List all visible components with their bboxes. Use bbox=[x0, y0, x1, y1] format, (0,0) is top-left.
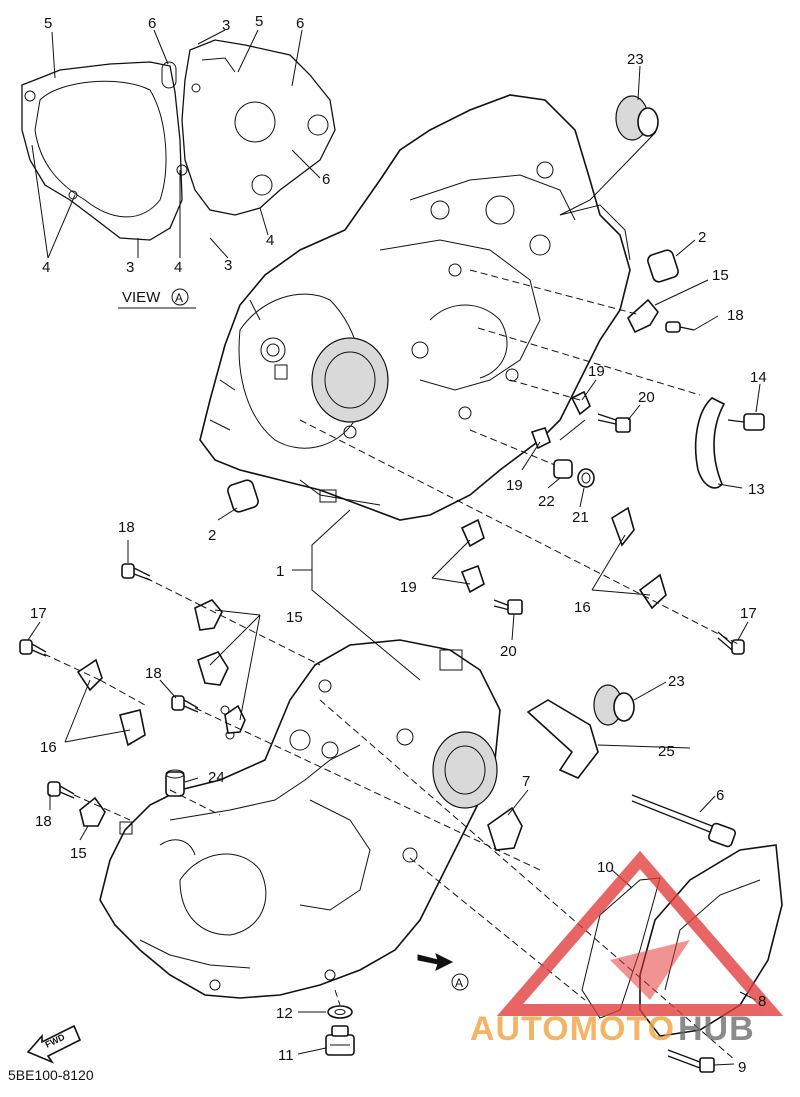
callout-12: 12 bbox=[276, 1005, 293, 1022]
callout-4: 4 bbox=[42, 259, 50, 276]
callout-19: 19 bbox=[506, 477, 523, 494]
callout-16: 16 bbox=[40, 739, 57, 756]
callout-15: 15 bbox=[70, 845, 87, 862]
callout-5: 5 bbox=[255, 13, 263, 30]
part-6-long-bolt bbox=[631, 794, 737, 848]
callout-20: 20 bbox=[500, 643, 517, 660]
part-12-washer bbox=[327, 1005, 353, 1019]
part-15-clamp-right bbox=[627, 298, 659, 334]
callout-23: 23 bbox=[668, 673, 685, 690]
callout-6: 6 bbox=[148, 15, 156, 32]
part-22-collar bbox=[553, 459, 573, 479]
callout-5: 5 bbox=[44, 15, 52, 32]
part-15-clamp-left-b bbox=[224, 704, 246, 734]
view-a-gasket-detail bbox=[21, 39, 336, 241]
part-20-bolt-upper bbox=[597, 413, 631, 433]
arrow-a: A bbox=[417, 953, 469, 991]
callout-9: 9 bbox=[738, 1059, 746, 1076]
part-17-bolt-right bbox=[717, 631, 745, 655]
view-label: VIEW bbox=[122, 289, 161, 306]
callout-labels: 5 6 3 5 6 6 4 3 4 3 4 23 2 15 18 14 13 1… bbox=[30, 13, 767, 1076]
callout-2: 2 bbox=[698, 229, 706, 246]
callout-15: 15 bbox=[286, 609, 303, 626]
callout-2: 2 bbox=[208, 527, 216, 544]
callout-19: 19 bbox=[588, 363, 605, 380]
watermark-right-text: HUB bbox=[678, 1010, 755, 1048]
callout-23: 23 bbox=[627, 51, 644, 68]
callout-18: 18 bbox=[727, 307, 744, 324]
callout-19: 19 bbox=[400, 579, 417, 596]
watermark: AUTOMOTO HUB bbox=[470, 850, 784, 1048]
part-17-bolt-left bbox=[19, 639, 47, 657]
callout-4: 4 bbox=[174, 259, 182, 276]
part-15-clamp-left-a bbox=[194, 599, 229, 686]
callout-22: 22 bbox=[538, 493, 555, 510]
part-14-bolt bbox=[727, 413, 765, 431]
watermark-triangle-icon bbox=[496, 850, 784, 1016]
view-marker: A bbox=[175, 291, 183, 305]
callout-17: 17 bbox=[30, 605, 47, 622]
part-19-clip-lower bbox=[460, 518, 485, 594]
callout-18: 18 bbox=[145, 665, 162, 682]
assembly-lines bbox=[43, 269, 741, 1061]
watermark-left-text: AUTOMOTO bbox=[470, 1010, 675, 1048]
callout-11: 11 bbox=[278, 1047, 294, 1064]
callout-18: 18 bbox=[35, 813, 52, 830]
part-21-washer bbox=[577, 468, 595, 488]
crankcase-lower bbox=[99, 639, 501, 999]
part-20-bolt-lower bbox=[493, 599, 523, 615]
callout-14: 14 bbox=[750, 369, 767, 386]
part-code: 5BE100-8120 bbox=[8, 1067, 94, 1083]
callout-16: 16 bbox=[574, 599, 591, 616]
part-18-bolt-right bbox=[665, 321, 695, 333]
callout-13: 13 bbox=[748, 481, 765, 498]
part-7-clip bbox=[487, 806, 523, 851]
part-16-guide-right bbox=[611, 506, 667, 610]
callout-8: 8 bbox=[758, 993, 766, 1010]
callout-20: 20 bbox=[638, 389, 655, 406]
callout-3: 3 bbox=[224, 257, 232, 274]
callout-15: 15 bbox=[712, 267, 729, 284]
part-9-bolt bbox=[667, 1049, 715, 1073]
callout-21: 21 bbox=[572, 509, 589, 526]
fwd-arrow: FWD bbox=[26, 1024, 82, 1064]
callout-6: 6 bbox=[322, 171, 330, 188]
callout-17: 17 bbox=[740, 605, 757, 622]
part-18-bolt-lower bbox=[47, 781, 75, 799]
callout-10: 10 bbox=[597, 859, 614, 876]
callout-6: 6 bbox=[296, 15, 304, 32]
part-10-gasket bbox=[581, 877, 661, 1019]
callout-4: 4 bbox=[266, 232, 274, 249]
part-13-bracket bbox=[694, 397, 726, 489]
callout-25: 25 bbox=[658, 743, 675, 760]
view-a-label: VIEW A bbox=[118, 288, 196, 309]
callout-6: 6 bbox=[716, 787, 724, 804]
crankcase-upper bbox=[199, 94, 631, 521]
callout-7: 7 bbox=[522, 773, 530, 790]
callout-24: 24 bbox=[208, 769, 225, 786]
leader-lines bbox=[27, 29, 761, 1066]
part-2-dowel-lower bbox=[227, 479, 259, 513]
callout-1: 1 bbox=[276, 563, 284, 580]
part-19-clip-upper bbox=[530, 390, 591, 450]
part-23-seal-bottom bbox=[593, 684, 635, 726]
arrow-a-marker: A bbox=[455, 976, 463, 990]
part-23-seal-top bbox=[615, 95, 659, 141]
part-16-guide-left bbox=[76, 658, 146, 747]
part-18-bolt-mid bbox=[171, 695, 199, 713]
part-25-plate bbox=[526, 699, 599, 779]
watermark-inner-icon bbox=[610, 940, 690, 1000]
callout-3: 3 bbox=[222, 17, 230, 34]
part-2-dowel-upper bbox=[647, 249, 679, 283]
part-15-clamp-bottom bbox=[79, 796, 106, 827]
part-11-drain-plug bbox=[325, 1025, 355, 1056]
callout-18: 18 bbox=[118, 519, 135, 536]
callout-3: 3 bbox=[126, 259, 134, 276]
part-18-bolt-upper-left bbox=[121, 563, 151, 581]
